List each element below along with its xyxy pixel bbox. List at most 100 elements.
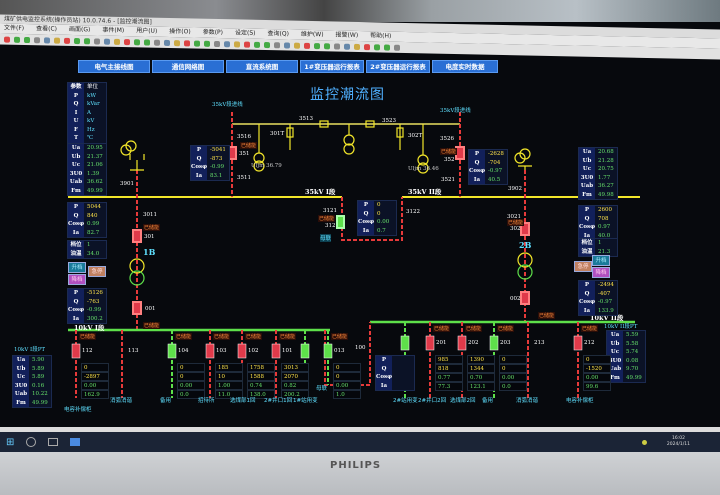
tab-dc-system[interactable]: 直流系统图 (226, 60, 298, 73)
feeder-value: 0 (177, 372, 205, 381)
tr1-lower-tap-button[interactable]: 降档 (68, 274, 86, 285)
feeder-value: 0.74 (247, 381, 275, 390)
label-3121: 3121 (323, 208, 337, 214)
feeder-name[interactable]: 1#站用变 (293, 398, 318, 404)
readout-value: 708 (598, 215, 609, 222)
readout-label: P (469, 150, 485, 159)
readout-label: Cosφ (68, 306, 85, 315)
legend-param: T (68, 134, 84, 143)
feeder-name[interactable]: 2#站用变 (393, 398, 418, 404)
readout-value: 40.5 (488, 176, 501, 183)
feeder-breaker (237, 343, 247, 359)
tr1-raise-tap-button[interactable]: 升档 (68, 262, 86, 273)
bus-label-35kv-2: 35kV II段 (408, 188, 442, 196)
tr1-stop-button[interactable]: 急停 (88, 266, 106, 277)
readout-label: Cosφ (469, 167, 486, 176)
feeder-name[interactable]: 电容补偿柜 (64, 407, 92, 413)
feeder-name[interactable]: 备用 (160, 398, 172, 404)
status-352: 已储能 (440, 148, 458, 155)
legend-param: P (68, 91, 84, 100)
feeder-breaker (205, 343, 215, 359)
readout-value: -0.99 (210, 164, 225, 170)
readout-value: 5.74 (626, 349, 639, 355)
bus-tie-tag[interactable]: 母联 (320, 234, 332, 242)
label-3011: 3011 (143, 212, 157, 218)
readout-value: 300.2 (87, 315, 103, 322)
legend-unit: kW (87, 92, 96, 99)
feeder-value: 200.2 (281, 390, 309, 399)
tab-network[interactable]: 通信网络图 (152, 60, 224, 73)
tab-main-wiring[interactable]: 电气主接线图 (78, 60, 150, 73)
feeder-name[interactable]: 2#井口1回 (264, 398, 293, 404)
feeder-name[interactable]: 选煤部1回 (230, 398, 256, 404)
readout-value: 21.06 (87, 162, 103, 168)
legend-unit: A (87, 109, 91, 116)
search-icon[interactable] (26, 437, 37, 447)
taskbar-clock[interactable]: 16:02 2024/1/11 (667, 436, 690, 448)
readout-label: Ia (191, 171, 207, 180)
feeder-name[interactable]: 备用 (482, 398, 494, 404)
feeder-name[interactable]: 2#井口2回 (418, 398, 447, 404)
task-view-icon[interactable] (48, 438, 59, 446)
feeder-value: 0 (333, 363, 361, 372)
feeder-name[interactable]: 招待所 (198, 398, 215, 404)
readout-row: Cosφ-0.97 (579, 298, 617, 307)
label-3523: 3523 (382, 118, 396, 124)
readout-value: 21.37 (87, 153, 103, 160)
label-301t: 301T (270, 131, 285, 137)
windows-start-icon[interactable]: ⊞ (6, 436, 15, 448)
tab-tr1-report[interactable]: 1#变压器运行报表 (300, 60, 364, 73)
feeder-name[interactable]: 电容补偿柜 (566, 398, 594, 404)
feeder-status: 已储能 (279, 333, 297, 340)
readout-value: -5041 (210, 147, 226, 153)
readout-value: 5.89 (32, 365, 45, 372)
tab-energy-data[interactable]: 电度实时数据 (432, 60, 498, 73)
readout-value: -0.97 (598, 299, 613, 305)
readout-row: Q-763 (68, 297, 106, 306)
readout-value: -0.99 (87, 307, 102, 313)
readout-row: Cosφ-0.97 (469, 167, 507, 176)
readout-value: 5044 (87, 204, 101, 210)
screen-tabs: 电气主接线图 通信网络图 直流系统图 1#变压器运行报表 2#变压器运行报表 电… (78, 60, 498, 73)
readout-value: 0.00 (377, 219, 390, 225)
readout-value: -763 (87, 298, 100, 305)
readout-row: Cosφ-0.99 (68, 306, 106, 315)
feeder-number: 203 (500, 340, 511, 346)
tr2-stop-button[interactable]: 急停 (574, 261, 592, 272)
tab-tr2-report[interactable]: 2#变压器运行报表 (366, 60, 430, 73)
feeder-name[interactable]: 消弧消谐 (110, 398, 133, 404)
feeder-status: 已储能 (581, 325, 599, 332)
status-301: 已储能 (143, 224, 161, 231)
tr2-lower-tap-button[interactable]: 降档 (592, 267, 610, 278)
transformer-1b-hv-icon (129, 258, 145, 274)
app-icon[interactable] (70, 438, 81, 446)
label-301: 301 (144, 234, 155, 240)
readout-row: P-5041 (191, 146, 229, 155)
feeder-value: 1588 (247, 372, 275, 381)
feeder-breaker (300, 343, 310, 359)
status-302: 已储能 (507, 219, 525, 226)
tray-icon[interactable] (641, 439, 647, 445)
feeder-name[interactable]: 母联 (316, 386, 328, 392)
legend-header-unit: 单位 (87, 84, 99, 90)
feeder-name[interactable]: 选煤部2回 (450, 398, 476, 404)
status-002: 已储能 (538, 312, 556, 319)
tr2-raise-tap-button[interactable]: 升档 (592, 255, 610, 266)
feeder-name[interactable]: 消弧消谐 (516, 398, 539, 404)
transformer-1b-lv-icon (129, 270, 145, 286)
